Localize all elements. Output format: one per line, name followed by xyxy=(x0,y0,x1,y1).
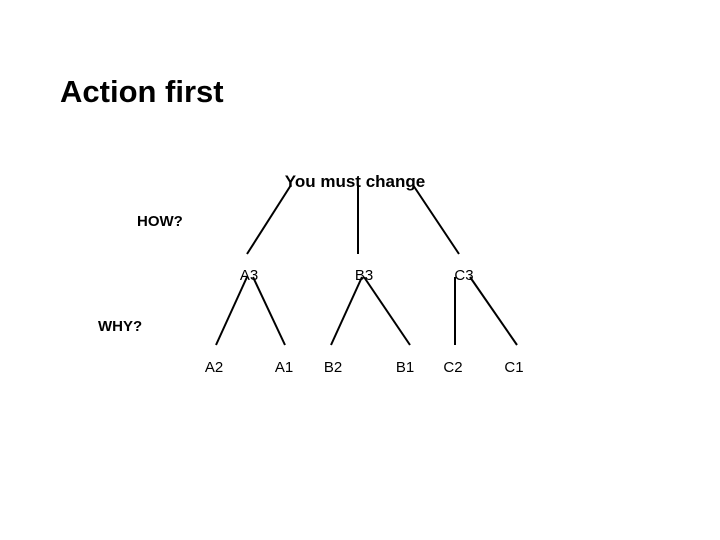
tree-node-b2: B2 xyxy=(323,359,343,376)
tree-edge-c3-c1 xyxy=(469,276,518,346)
tier-label-how: HOW? xyxy=(137,213,183,230)
tree-node-c3: C3 xyxy=(454,267,474,284)
tree-edge-a3-a1 xyxy=(252,276,286,346)
tree-edge-a3-a2 xyxy=(215,276,248,346)
page-title: Action first xyxy=(60,74,224,109)
tier-label-why: WHY? xyxy=(98,318,143,335)
tree-node-a2: A2 xyxy=(204,359,224,376)
tree-edge-root-c3 xyxy=(412,184,460,255)
tree-edge-b3-b1 xyxy=(363,276,411,346)
tree-node-b1: B1 xyxy=(395,359,415,376)
tree-node-root: You must change xyxy=(284,172,426,191)
tree-node-c2: C2 xyxy=(443,359,463,376)
tree-edge-root-a3 xyxy=(246,184,292,255)
tree-edge-b3-b2 xyxy=(330,276,363,346)
tree-node-c1: C1 xyxy=(504,359,524,376)
tree-node-a3: A3 xyxy=(239,267,259,284)
tree-node-b3: B3 xyxy=(354,267,374,284)
tree-node-a1: A1 xyxy=(274,359,294,376)
